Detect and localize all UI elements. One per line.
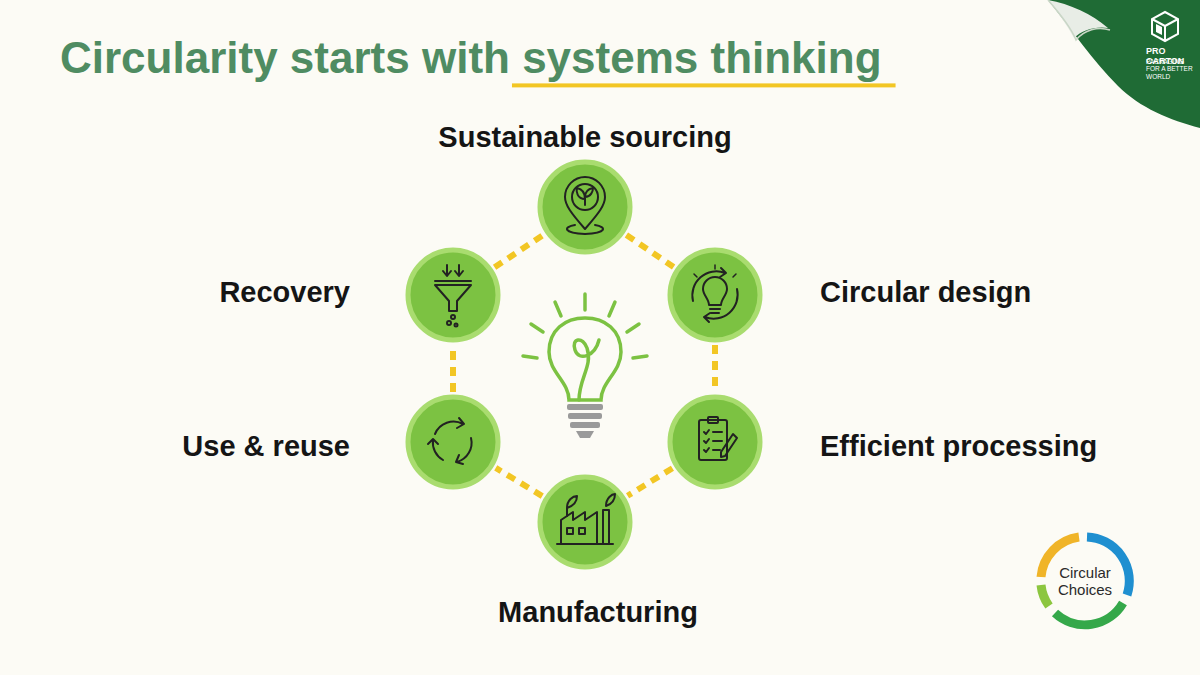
stage-circle: Efficient processing: [667, 394, 763, 490]
page-curl: [1048, 0, 1108, 38]
circle-shape: [405, 394, 501, 490]
stage-label: Sustainable sourcing: [438, 122, 731, 154]
stage-circle: Manufacturing: [537, 474, 633, 570]
curl-edge: [1048, 0, 1110, 40]
circular-choices-logo: [1041, 537, 1129, 625]
stage-label: Circular design: [820, 277, 1031, 309]
funnel-icon: [435, 265, 471, 327]
lightbulb-illustration: [523, 294, 647, 438]
circle-shape: [537, 159, 633, 255]
dashed-connector: [712, 345, 718, 392]
design-icon: [692, 265, 737, 322]
stage-label: Manufacturing: [498, 597, 698, 629]
stage-circle: Circular design: [667, 247, 763, 343]
title-underline: [512, 83, 896, 87]
circle-shape: [537, 474, 633, 570]
circle-shape: [667, 394, 763, 490]
stage-circle: Sustainable sourcing: [537, 159, 633, 255]
title: Circularity starts with systems thinking: [60, 34, 882, 82]
dashed-connector: [495, 235, 544, 268]
corner-banner: [1048, 0, 1200, 128]
sourcing-icon: [565, 177, 605, 234]
stage-label: Use & reuse: [182, 431, 350, 463]
dashed-connector: [450, 345, 456, 392]
pro-carton-logo: [1152, 12, 1178, 41]
dashed-connector: [496, 468, 542, 496]
stage-label: Efficient processing: [820, 431, 1097, 463]
circle-shape: [405, 247, 501, 343]
stage-label: Recovery: [219, 277, 350, 309]
reuse-icon: [428, 418, 472, 464]
brand-tagline: PACKAGING FOR A BETTER WORLD: [1146, 58, 1198, 80]
stage-circle: Recovery: [405, 247, 501, 343]
logo-text: Circular Choices: [1048, 564, 1122, 599]
dashed-connector: [628, 468, 673, 496]
stage-circle: Use & reuse: [405, 394, 501, 490]
circle-shape: [667, 247, 763, 343]
factory-icon: [557, 494, 615, 544]
dashed-connector: [626, 235, 673, 267]
processing-icon: [699, 417, 737, 460]
